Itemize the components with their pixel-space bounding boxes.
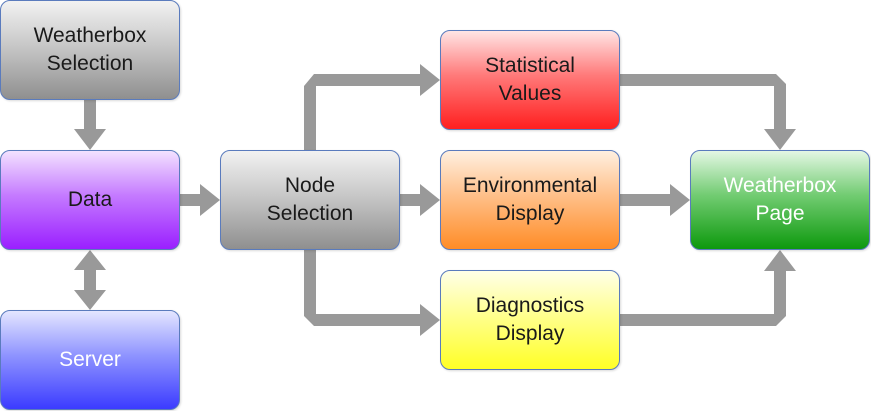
node-environmental-display-label: Environmental Display (462, 174, 598, 225)
arrow-statistical-to-weatherbox-page (620, 74, 796, 150)
arrow-node-to-statistical-values (304, 64, 440, 150)
node-node-selection-label: Node Selection (266, 174, 354, 225)
arrow-data-to-node-selection (180, 184, 220, 216)
node-diagnostics-display: Diagnostics Display (440, 270, 620, 370)
arrow-diagnostics-to-weatherbox-page (620, 250, 796, 326)
node-weatherbox-selection: Weatherbox Selection (0, 0, 180, 100)
arrow-weatherbox-selection-to-data (74, 100, 106, 150)
node-data: Data (0, 150, 180, 250)
arrow-data-server-bidirectional (74, 250, 106, 310)
node-server-label: Server (59, 348, 121, 371)
node-server: Server (0, 310, 180, 410)
node-weatherbox-page: Weatherbox Page (690, 150, 870, 250)
arrow-node-to-environmental-display (400, 184, 440, 216)
node-statistical-values: Statistical Values (440, 30, 620, 130)
node-diagnostics-display-label: Diagnostics Display (475, 294, 585, 345)
node-environmental-display: Environmental Display (440, 150, 620, 250)
node-statistical-values-label: Statistical Values (485, 54, 575, 105)
arrow-environmental-to-weatherbox-page (620, 184, 690, 216)
node-weatherbox-selection-label: Weatherbox Selection (33, 24, 147, 75)
node-weatherbox-page-label: Weatherbox Page (723, 174, 837, 225)
node-node-selection: Node Selection (220, 150, 400, 250)
arrow-node-to-diagnostics-display (304, 250, 440, 336)
node-data-label: Data (67, 188, 113, 211)
